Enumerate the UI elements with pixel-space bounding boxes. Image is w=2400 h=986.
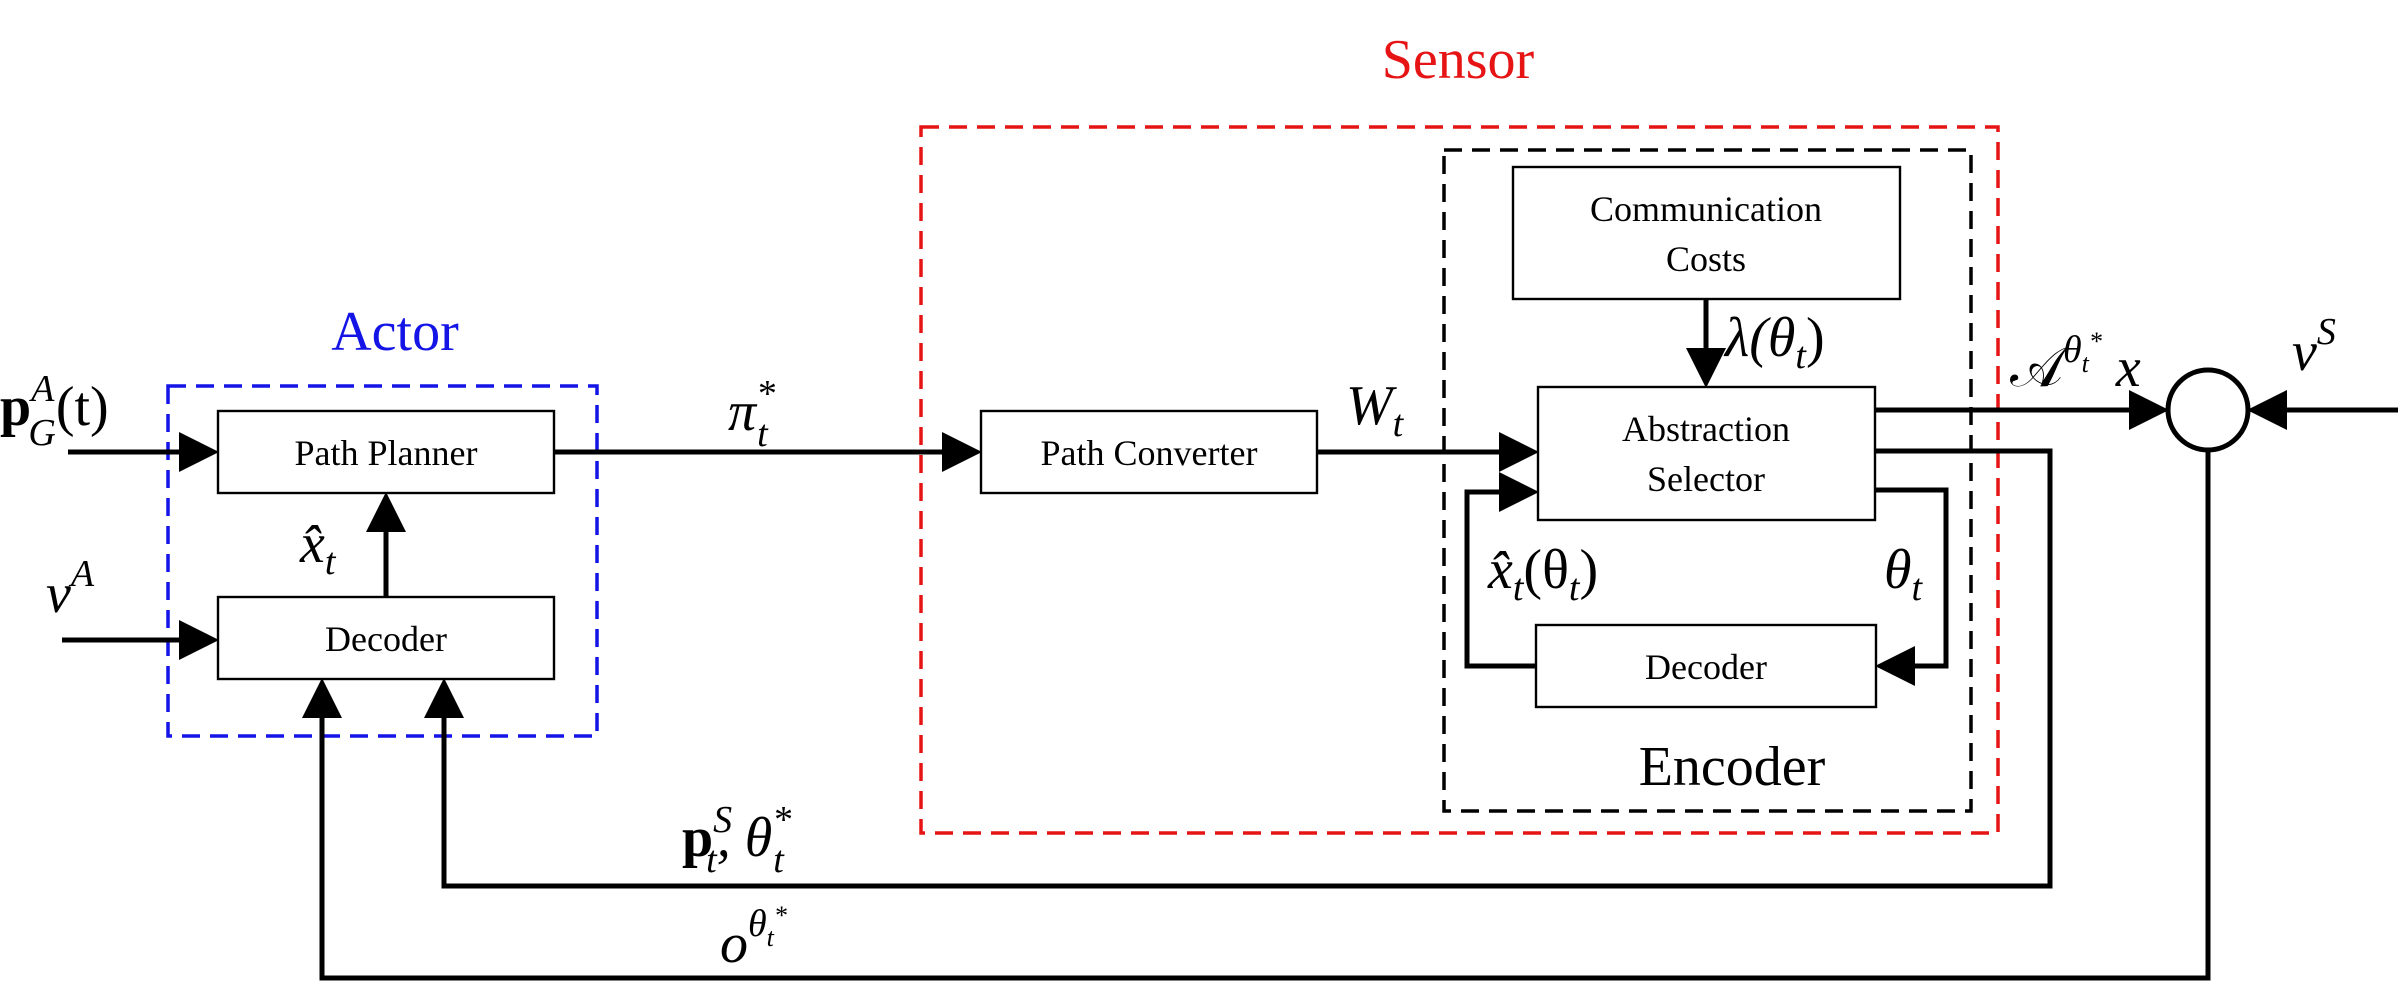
svg-text:Selector: Selector <box>1647 459 1765 499</box>
encoder-group-label: Encoder <box>1639 736 1826 798</box>
wt-label: Wt <box>1346 375 1405 445</box>
abstraction-selector-block: Abstraction Selector <box>1536 385 1877 522</box>
state-feedback-arrow <box>424 448 2053 889</box>
svg-text:Abstraction: Abstraction <box>1622 409 1790 449</box>
actor-noise-label: vA <box>46 553 95 625</box>
sensor-group-label: Sensor <box>1382 29 1535 91</box>
svg-text:Costs: Costs <box>1666 239 1746 279</box>
path-planner-label: Path Planner <box>295 433 478 473</box>
path-converter-label: Path Converter <box>1041 433 1258 473</box>
selector-estimate-label: x̂t(θt) <box>1487 539 1598 609</box>
summing-junction <box>2165 367 2251 453</box>
observation-feedback-label: oθt* <box>720 901 787 975</box>
sensor-group-boundary <box>919 125 2000 835</box>
estimate-to-selector-arrow <box>1464 472 1539 669</box>
actor-estimate-label: x̂t <box>299 513 337 583</box>
actor-decoder-block: Decoder <box>216 595 556 681</box>
abstraction-output-label: 𝒜θt* x <box>2010 327 2141 399</box>
svg-text:Communication: Communication <box>1590 189 1822 229</box>
observation-feedback-arrow <box>302 450 2211 981</box>
path-planner-block: Path Planner <box>216 409 556 495</box>
actor-decoder-label: Decoder <box>325 619 447 659</box>
path-converter-block: Path Converter <box>979 409 1319 495</box>
cost-lambda-label: λ(θt) <box>1723 307 1825 377</box>
encoder-decoder-block: Decoder <box>1534 623 1878 709</box>
encoder-group-boundary <box>1442 148 1973 813</box>
communication-costs-block: Communication Costs <box>1511 165 1902 301</box>
communication-costs-label-line-2: Costs <box>1666 239 1746 279</box>
policy-label: π*t <box>728 373 775 455</box>
theta-to-decoder-arrow <box>1875 487 1949 686</box>
sensor-noise-label: vS <box>2292 311 2336 383</box>
encoder-decoder-label: Decoder <box>1645 647 1767 687</box>
communication-costs-label-line-1: Communication <box>1590 189 1822 229</box>
abstraction-selector-label-line-1: Abstraction <box>1622 409 1790 449</box>
actor-group-label: Actor <box>331 301 459 363</box>
theta-label: θt <box>1884 539 1924 609</box>
actor-group-boundary <box>166 384 599 738</box>
abstraction-selector-label-line-2: Selector <box>1647 459 1765 499</box>
